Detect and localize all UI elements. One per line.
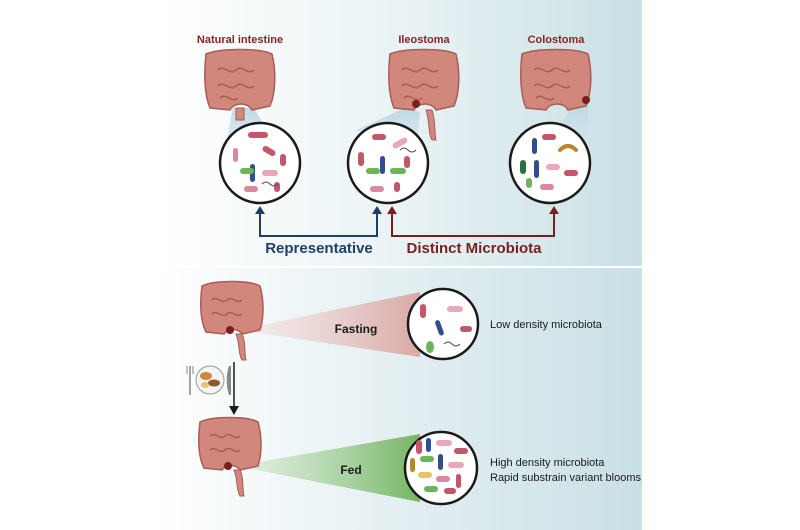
arrow-up-icon bbox=[549, 206, 559, 214]
microbiota-circle-colostoma bbox=[508, 121, 592, 205]
fasting-microbiota-circle bbox=[406, 287, 480, 361]
distinct-microbiota-label: Distinct Microbiota bbox=[406, 240, 542, 257]
label-ileostoma: Ileostoma bbox=[398, 34, 450, 46]
arrow-up-icon bbox=[372, 206, 382, 214]
bacteria-icon bbox=[520, 134, 578, 190]
fasting-label: Fasting bbox=[335, 322, 378, 336]
distinct-bracket bbox=[387, 206, 559, 237]
stoma-icon bbox=[582, 96, 590, 104]
fed-microbiota-circle bbox=[403, 430, 479, 506]
bacteria-icon bbox=[410, 438, 468, 494]
stoma-icon bbox=[224, 462, 232, 470]
fasting-description: Low density microbiota bbox=[490, 319, 603, 331]
bacteria-icon bbox=[233, 132, 286, 192]
fed-description-line1: High density microbiota bbox=[490, 457, 605, 469]
arrow-up-icon bbox=[387, 206, 397, 214]
label-natural-intestine: Natural intestine bbox=[197, 34, 283, 46]
bacteria-icon bbox=[420, 304, 472, 353]
bacteria-icon bbox=[358, 134, 417, 192]
intestine-icon bbox=[198, 416, 262, 497]
microbiota-circle-ileostoma bbox=[346, 121, 430, 205]
fed-cone bbox=[236, 434, 420, 502]
microbiota-circle-natural bbox=[218, 121, 302, 205]
intestine-icon bbox=[520, 48, 592, 111]
stoma-icon bbox=[412, 100, 420, 108]
representative-bracket bbox=[255, 206, 382, 237]
arrow-down-icon bbox=[229, 362, 239, 415]
intestine-icon bbox=[204, 48, 276, 121]
intestine-icon bbox=[388, 48, 460, 141]
fed-label: Fed bbox=[340, 463, 361, 477]
plate-icon bbox=[195, 365, 225, 395]
stoma-icon bbox=[226, 326, 234, 334]
label-colostoma: Colostoma bbox=[528, 34, 586, 46]
fed-description-line2: Rapid substrain variant blooms bbox=[490, 472, 642, 484]
fork-icon bbox=[186, 366, 194, 395]
arrow-up-icon bbox=[255, 206, 265, 214]
fasting-cone bbox=[238, 292, 420, 357]
knife-icon bbox=[226, 366, 231, 395]
intestine-icon bbox=[200, 280, 264, 361]
representative-label: Representative bbox=[265, 240, 373, 257]
